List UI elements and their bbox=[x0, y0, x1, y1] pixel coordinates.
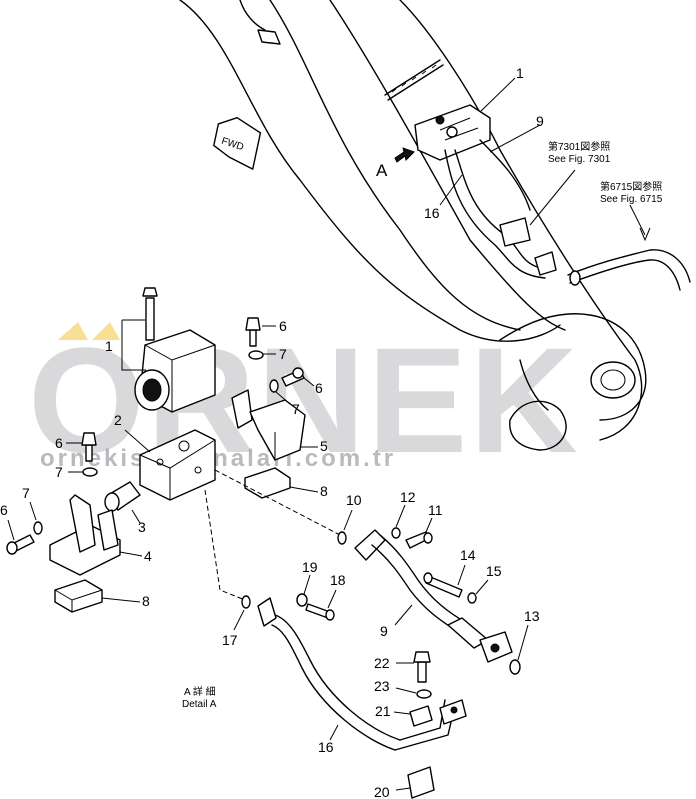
callout-top-1: 1 bbox=[516, 65, 524, 81]
detail-caption: A 詳 細 Detail A bbox=[182, 685, 217, 710]
ref-6715-en: See Fig. 6715 bbox=[600, 194, 663, 205]
callout-4: 4 bbox=[144, 548, 152, 564]
callout-7b: 7 bbox=[292, 401, 300, 417]
callout-12: 12 bbox=[400, 489, 416, 505]
parts-11-12: 12 11 bbox=[391, 489, 443, 549]
part-10-oring: 10 bbox=[337, 492, 362, 545]
callout-top-16: 16 bbox=[424, 205, 440, 221]
watermark-brand: ORNEK bbox=[28, 316, 580, 484]
callout-8a: 8 bbox=[320, 483, 328, 499]
fwd-arrow: FWD bbox=[213, 116, 262, 170]
part-2-block: 2 bbox=[114, 412, 216, 501]
part-8-pad-right: 8 bbox=[244, 467, 328, 499]
callout-7c: 7 bbox=[55, 464, 63, 480]
detail-jp: A 詳 細 bbox=[184, 685, 216, 698]
callout-23: 23 bbox=[374, 678, 390, 694]
callout-22: 22 bbox=[374, 655, 390, 671]
parts-14-15: 14 15 bbox=[423, 547, 502, 604]
callout-21: 21 bbox=[375, 703, 391, 719]
callout-17: 17 bbox=[222, 632, 238, 648]
callout-9: 9 bbox=[380, 623, 388, 639]
boom-assembly: 1 9 16 bbox=[179, 0, 691, 451]
callout-10: 10 bbox=[346, 492, 362, 508]
view-a-label: A bbox=[376, 161, 388, 180]
parts-18-19: 19 18 bbox=[296, 559, 346, 621]
callout-8b: 8 bbox=[142, 593, 150, 609]
callout-11: 11 bbox=[428, 502, 443, 518]
part-13-oring: 13 bbox=[509, 608, 540, 675]
dash-leaders bbox=[204, 469, 341, 601]
watermark-accent-1 bbox=[58, 322, 88, 340]
part-5-bracket: 5 bbox=[231, 389, 328, 461]
callout-6c: 6 bbox=[55, 435, 63, 451]
callout-19: 19 bbox=[302, 559, 318, 575]
part-8-pad-left: 8 bbox=[54, 579, 150, 613]
callout-15: 15 bbox=[486, 563, 502, 579]
reference-notes: 第7301図参照 See Fig. 7301 第6715図参照 See Fig.… bbox=[548, 140, 663, 205]
watermark: ORNEK ornekismakinalari.com.tr bbox=[28, 316, 580, 484]
parts-20-23: 22 23 21 20 bbox=[374, 651, 467, 799]
watermark-url: ornekismakinalari.com.tr bbox=[40, 445, 396, 472]
ref-6715-jp: 第6715図参照 bbox=[600, 180, 662, 193]
callout-7d: 7 bbox=[22, 485, 30, 501]
callout-6a: 6 bbox=[279, 318, 287, 334]
fasteners: 6 7 6 7 6 7 6 7 bbox=[0, 317, 323, 555]
callout-16: 16 bbox=[318, 739, 334, 755]
detail-en: Detail A bbox=[182, 699, 217, 710]
view-a-arrow: A bbox=[376, 147, 415, 180]
part-4-bracket: 4 bbox=[49, 494, 152, 576]
callout-top-9: 9 bbox=[536, 113, 544, 129]
callout-18: 18 bbox=[330, 572, 346, 588]
part-1-valve: 1 bbox=[105, 287, 216, 413]
callout-13: 13 bbox=[524, 608, 540, 624]
callout-5: 5 bbox=[320, 438, 328, 454]
callout-1: 1 bbox=[105, 338, 113, 354]
ref-7301-en: See Fig. 7301 bbox=[548, 154, 611, 165]
part-3-plug: 3 bbox=[104, 481, 146, 535]
callout-6d: 6 bbox=[0, 502, 8, 518]
callout-20: 20 bbox=[374, 784, 390, 799]
callout-3: 3 bbox=[138, 519, 146, 535]
watermark-accent-2 bbox=[92, 322, 120, 340]
part-17-oring: 17 bbox=[222, 595, 251, 648]
callout-2: 2 bbox=[114, 412, 122, 428]
ref-7301-jp: 第7301図参照 bbox=[548, 140, 610, 153]
callout-6b: 6 bbox=[315, 380, 323, 396]
callout-14: 14 bbox=[460, 547, 476, 563]
callout-7a: 7 bbox=[279, 346, 287, 362]
part-9-tube: 9 bbox=[354, 529, 513, 663]
